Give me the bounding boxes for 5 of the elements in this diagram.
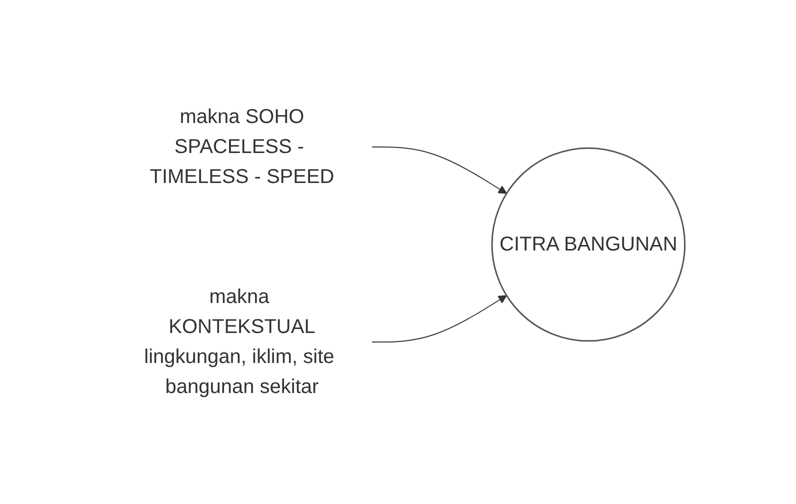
node-text: makna SOHO SPACELESS - TIMELESS - SPEED xyxy=(149,106,334,188)
node-text: makna KONTEKSTUAL lingkungan, iklim, site bangunan sekitar xyxy=(144,286,334,398)
arrow xyxy=(371,146,507,194)
arrow xyxy=(371,295,507,342)
node-circle: CITRA BANGUNAN xyxy=(490,147,686,342)
